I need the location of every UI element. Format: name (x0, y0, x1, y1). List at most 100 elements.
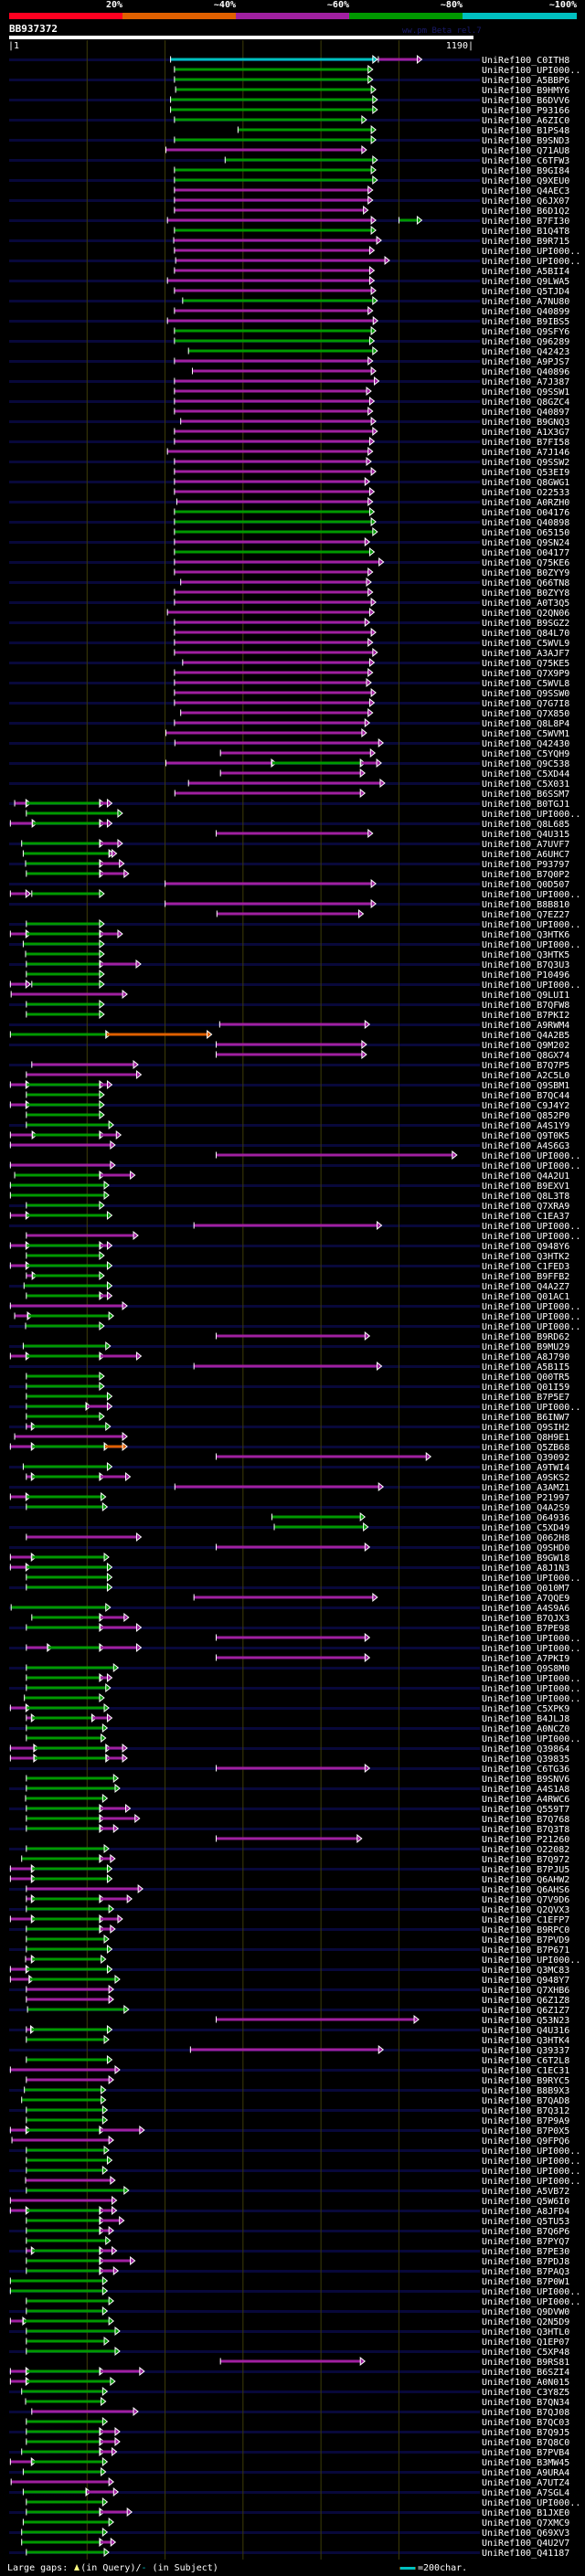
hit-label[interactable]: UniRef100_A4S6G3 (482, 1141, 569, 1151)
hit-label[interactable]: UniRef100_Q69XV3 (482, 2528, 569, 2539)
hit-label[interactable]: UniRef100_P21997 (482, 1493, 569, 1503)
hit-label[interactable]: UniRef100_Q66TN8 (482, 578, 569, 588)
alignment-row[interactable]: UniRef100_B6SSM7 (174, 788, 570, 800)
alignment-row[interactable]: UniRef100_Q8L3T8 (9, 1190, 569, 1202)
hit-label[interactable]: UniRef100_B7Q7P5 (482, 1061, 569, 1071)
hit-label[interactable]: UniRef100_B8B810 (482, 900, 569, 910)
alignment-row[interactable]: UniRef100_Q7X850 (180, 707, 569, 719)
hit-label[interactable]: UniRef100_B9GNQ3 (482, 418, 569, 428)
hit-label[interactable]: UniRef100_Q559T7 (482, 1805, 569, 1815)
hit-label[interactable]: UniRef100_Q9T0K5 (482, 1131, 569, 1141)
hit-label[interactable]: UniRef100_O04177 (482, 548, 569, 558)
alignment-row[interactable]: UniRef100_P21997 (9, 1491, 569, 1503)
alignment-row[interactable]: UniRef100_B7Q3T8 (26, 1823, 569, 1835)
alignment-row[interactable]: UniRef100_A5BBP6 (174, 74, 569, 86)
hit-label[interactable]: UniRef100_UPI000.. (482, 1684, 580, 1694)
alignment-row[interactable]: UniRef100_UPI000.. (26, 1642, 580, 1654)
hit-label[interactable]: UniRef100_A5BBP6 (482, 76, 569, 86)
hit-label[interactable]: UniRef100_C1EA37 (482, 1212, 569, 1222)
hit-label[interactable]: UniRef100_Q948Y6 (482, 1242, 569, 1252)
hit-label[interactable]: UniRef100_C5XD49 (482, 1523, 569, 1533)
alignment-row[interactable]: UniRef100_Q9SIH2 (26, 1421, 569, 1433)
hit-label[interactable]: UniRef100_Q6Z1Z7 (482, 2006, 569, 2016)
alignment-row[interactable]: UniRef100_B7QJ08 (31, 2406, 569, 2418)
hit-label[interactable]: UniRef100_B9GI84 (482, 166, 569, 176)
alignment-row[interactable]: UniRef100_Q2QVX3 (26, 1903, 569, 1915)
alignment-row[interactable]: UniRef100_Q2QN06 (166, 607, 570, 619)
hit-label[interactable]: UniRef100_Q40899 (482, 307, 569, 317)
alignment-row[interactable]: UniRef100_Q852P0 (26, 1109, 569, 1121)
alignment-row[interactable]: UniRef100_Q96289 (174, 335, 569, 347)
hit-label[interactable]: UniRef100_UPI000.. (482, 247, 580, 257)
alignment-row[interactable]: UniRef100_Q39092 (215, 1451, 569, 1463)
alignment-row[interactable]: UniRef100_B7QC03 (26, 2416, 569, 2428)
alignment-row[interactable]: UniRef100_Q39835 (9, 1753, 569, 1765)
hit-label[interactable]: UniRef100_Q75KE5 (482, 659, 569, 669)
hit-label[interactable]: UniRef100_UPI000.. (482, 2297, 580, 2307)
alignment-row[interactable]: UniRef100_Q9T0K5 (9, 1129, 569, 1141)
hit-label[interactable]: UniRef100_B7Q0P2 (482, 870, 569, 880)
alignment-row[interactable]: UniRef100_Q9FPQ6 (11, 2135, 570, 2147)
alignment-row[interactable]: UniRef100_UPI000.. (26, 2295, 580, 2307)
alignment-row[interactable]: UniRef100_Q84L70 (174, 627, 569, 639)
hit-label[interactable]: UniRef100_C1FED3 (482, 1262, 569, 1272)
alignment-row[interactable]: UniRef100_Q39337 (189, 2044, 569, 2056)
alignment-row[interactable]: UniRef100_Q9XEU0 (174, 175, 569, 186)
hit-label[interactable]: UniRef100_Q4A2Z7 (482, 1282, 569, 1292)
hit-label[interactable]: UniRef100_Q8L685 (482, 820, 569, 830)
alignment-row[interactable]: UniRef100_B9SGZ2 (174, 617, 569, 629)
alignment-row[interactable]: UniRef100_B7Q768 (26, 1813, 569, 1825)
hit-label[interactable]: UniRef100_B1PS48 (482, 126, 569, 136)
hit-label[interactable]: UniRef100_Q9SHD0 (482, 1543, 569, 1553)
alignment-row[interactable]: UniRef100_UPI000.. (24, 1692, 580, 1704)
hit-label[interactable]: UniRef100_C5WVM1 (482, 729, 569, 739)
alignment-row[interactable]: UniRef100_B9EXV1 (9, 1180, 569, 1192)
hit-label[interactable]: UniRef100_C5XD44 (482, 769, 569, 779)
alignment-row[interactable]: UniRef100_Q01I59 (26, 1381, 569, 1393)
hit-label[interactable]: UniRef100_A5B1I5 (482, 1362, 569, 1373)
hit-label[interactable]: UniRef100_Q01I59 (482, 1383, 569, 1393)
alignment-row[interactable]: UniRef100_B9IBS5 (166, 315, 570, 327)
alignment-row[interactable]: UniRef100_A8J790 (9, 1351, 569, 1362)
hit-label[interactable]: UniRef100_A0NCZ0 (482, 1724, 569, 1734)
alignment-row[interactable]: UniRef100_Q5TU53 (26, 2215, 569, 2227)
alignment-row[interactable]: UniRef100_C0ITH8 (170, 54, 569, 66)
hit-label[interactable]: UniRef100_A7SGL4 (482, 2488, 569, 2498)
hit-label[interactable]: UniRef100_Q00TR5 (482, 1373, 569, 1383)
hit-label[interactable]: UniRef100_B9FFB2 (482, 1272, 569, 1282)
alignment-row[interactable]: UniRef100_Q3HTL0 (26, 2326, 569, 2337)
hit-label[interactable]: UniRef100_A7UTZ4 (482, 2478, 569, 2488)
hit-label[interactable]: UniRef100_Q40898 (482, 518, 569, 528)
hit-label[interactable]: UniRef100_C5YQH9 (482, 749, 569, 759)
hit-label[interactable]: UniRef100_A7NU80 (482, 297, 569, 307)
alignment-row[interactable]: UniRef100_Q66TN8 (180, 577, 569, 588)
hit-label[interactable]: UniRef100_Q9XEU0 (482, 176, 569, 186)
alignment-row[interactable]: UniRef100_B9GW18 (9, 1552, 569, 1564)
hit-label[interactable]: UniRef100_UPI000.. (482, 1151, 580, 1161)
hit-label[interactable]: UniRef100_C0ITH8 (482, 56, 569, 66)
hit-label[interactable]: UniRef100_C1EC31 (482, 2066, 569, 2076)
alignment-row[interactable]: UniRef100_UPI000.. (174, 245, 580, 257)
hit-label[interactable]: UniRef100_Q39864 (482, 1744, 569, 1754)
hit-label[interactable]: UniRef100_B9SND3 (482, 136, 569, 146)
alignment-row[interactable]: UniRef100_B7FI58 (174, 436, 569, 448)
alignment-row[interactable]: UniRef100_UPI000.. (9, 979, 581, 991)
hit-label[interactable]: UniRef100_Q4U2V7 (482, 2539, 569, 2549)
alignment-row[interactable]: UniRef100_B9RD62 (215, 1330, 569, 1342)
hit-label[interactable]: UniRef100_A2C5L0 (482, 1071, 569, 1081)
hit-label[interactable]: UniRef100_Q852P0 (482, 1111, 569, 1121)
hit-label[interactable]: UniRef100_Q3HTK2 (482, 1252, 569, 1262)
hit-label[interactable]: UniRef100_Q8GWG1 (482, 478, 569, 488)
alignment-row[interactable]: UniRef100_B6INW7 (26, 1411, 569, 1423)
hit-label[interactable]: UniRef100_B7Q8C0 (482, 2438, 569, 2448)
hit-label[interactable]: UniRef100_O04176 (482, 508, 569, 518)
hit-label[interactable]: UniRef100_B9SGZ2 (482, 619, 569, 629)
hit-label[interactable]: UniRef100_Q39835 (482, 1754, 569, 1765)
alignment-row[interactable]: UniRef100_C5WVL9 (174, 637, 569, 649)
alignment-row[interactable]: UniRef100_Q4A2B5 (9, 1029, 569, 1041)
hit-label[interactable]: UniRef100_A3AJF7 (482, 649, 569, 659)
alignment-row[interactable]: UniRef100_UPI000.. (26, 918, 580, 930)
alignment-row[interactable]: UniRef100_UPI000.. (25, 2175, 580, 2187)
alignment-row[interactable]: UniRef100_UPI000.. (14, 1310, 581, 1322)
hit-label[interactable]: UniRef100_B7PE98 (482, 1624, 569, 1634)
